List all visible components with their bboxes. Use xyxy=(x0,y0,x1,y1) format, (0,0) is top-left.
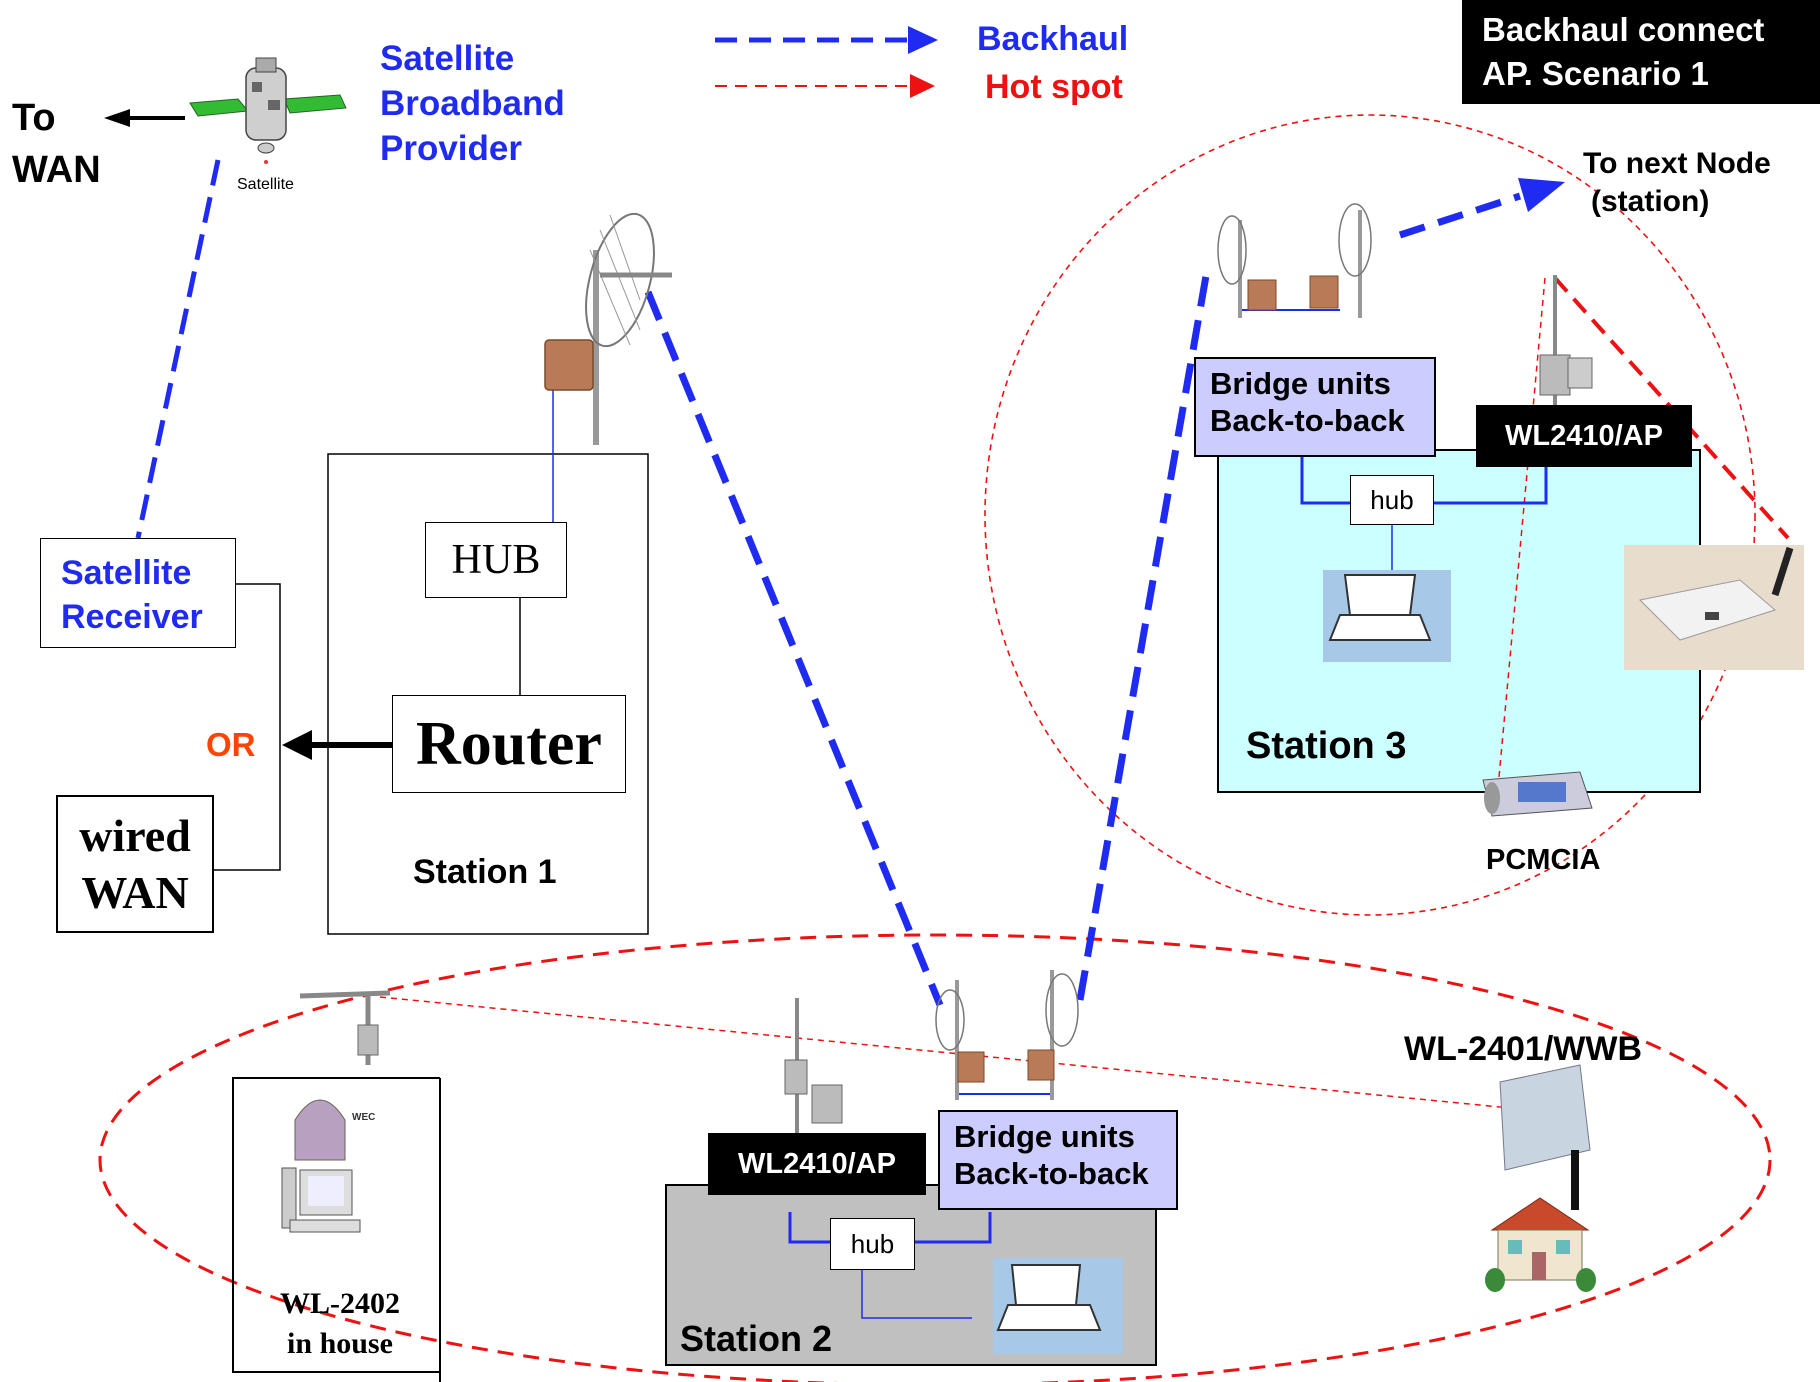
wan-bracket xyxy=(213,583,281,871)
hotspot-station3-pcmcia xyxy=(1497,277,1546,789)
to-wan-label: To WAN xyxy=(12,92,101,196)
wired-line2: WAN xyxy=(81,867,189,918)
station2-bridge-line2: Back-to-back xyxy=(954,1156,1149,1192)
to-next-line1: To next Node xyxy=(1583,147,1771,180)
backhaul-station2-station3 xyxy=(1076,269,1211,1001)
station2-ap-label: WL2410/AP xyxy=(708,1133,926,1195)
provider-line1: Satellite xyxy=(380,39,515,78)
station3-bridge-line2: Back-to-back xyxy=(1210,403,1405,439)
satellite-icon xyxy=(189,57,347,164)
satellite-provider-label: Satellite Broadband Provider xyxy=(380,36,565,171)
station2-hub-box: hub xyxy=(830,1218,915,1270)
backhaul-to-next-node xyxy=(1398,192,1522,239)
inhouse-box xyxy=(232,1077,440,1373)
pcmcia-label: PCMCIA xyxy=(1486,844,1601,876)
station1-hub-box: HUB xyxy=(425,522,567,598)
station1-router-box: Router xyxy=(392,695,626,793)
station2-bridge-antennas-icon xyxy=(935,970,1079,1100)
inhouse-brand-label: WEC xyxy=(352,1112,376,1123)
inhouse-label: WL-2402 in house xyxy=(240,1284,440,1364)
to-wan-line1: To xyxy=(12,97,56,139)
station3-hub-box: hub xyxy=(1350,475,1434,525)
scenario-title-box: Backhaul connect AP. Scenario 1 xyxy=(1462,0,1820,104)
pcmcia-card-icon xyxy=(1482,771,1593,817)
station3-ap-antenna-icon xyxy=(1539,275,1593,420)
station3-laptop-icon xyxy=(1323,570,1451,662)
wired-wan-box: wired WAN xyxy=(56,795,214,933)
station2-label: Station 2 xyxy=(680,1318,833,1359)
station1-box xyxy=(327,453,649,935)
to-wan-line2: WAN xyxy=(12,149,101,191)
backhaul-station1-station2 xyxy=(644,290,944,1007)
station3-bridge-antennas-icon xyxy=(1217,203,1372,318)
station2-hotspot-area xyxy=(98,933,1772,1382)
hotspot-inhouse-outdoor xyxy=(379,996,1511,1109)
station3-hotspot-area xyxy=(984,114,1756,916)
to-next-node-label: To next Node (station) xyxy=(1583,145,1771,221)
backhaul-satellite-receiver xyxy=(135,159,221,539)
receiver-line1: Satellite xyxy=(61,554,192,592)
station2-bridge-label: Bridge units Back-to-back xyxy=(938,1110,1178,1210)
inhouse-line1: WL-2402 xyxy=(280,1287,400,1320)
inhouse-line2: in house xyxy=(287,1327,393,1360)
desktop-computer-icon xyxy=(281,1167,361,1233)
station3-ap-label: WL2410/AP xyxy=(1476,405,1692,467)
receiver-line2: Receiver xyxy=(61,598,203,636)
wired-line1: wired xyxy=(79,810,191,861)
or-label: OR xyxy=(206,726,256,763)
inhouse-antenna-icon xyxy=(299,990,391,1065)
station1-grid-antenna-icon xyxy=(544,212,672,445)
station1-label: Station 1 xyxy=(413,853,557,891)
station3-bridge-label: Bridge units Back-to-back xyxy=(1194,357,1436,457)
station2-laptop-icon xyxy=(993,1258,1123,1354)
station3-bridge-line1: Bridge units xyxy=(1210,366,1391,401)
satellite-caption: Satellite xyxy=(237,176,294,193)
provider-line2: Broadband xyxy=(380,84,565,123)
legend-backhaul-label: Backhaul xyxy=(977,20,1129,58)
legend-backhaul-line xyxy=(715,26,938,54)
scenario-title-line1: Backhaul connect xyxy=(1482,11,1765,48)
to-next-node-arrowhead xyxy=(1518,178,1565,212)
outdoor-wwb-label: WL-2401/WWB xyxy=(1404,1030,1642,1068)
station3-box xyxy=(1217,449,1701,793)
to-next-line2: (station) xyxy=(1591,185,1710,218)
station3-label: Station 3 xyxy=(1246,725,1407,767)
house-icon xyxy=(1485,1197,1596,1292)
scenario-title-line2: AP. Scenario 1 xyxy=(1482,55,1709,92)
inhouse-router-icon xyxy=(294,1099,346,1161)
outdoor-wwb-antenna-icon xyxy=(1499,1064,1591,1210)
wireless-adapter-icon xyxy=(1624,545,1804,670)
satellite-receiver-box: Satellite Receiver xyxy=(40,538,236,648)
station2-bridge-line1: Bridge units xyxy=(954,1119,1135,1154)
station2-ap-antenna-icon xyxy=(784,998,843,1135)
provider-line3: Provider xyxy=(380,129,522,168)
legend-hotspot-line xyxy=(715,74,935,98)
legend-hotspot-label: Hot spot xyxy=(985,68,1123,106)
